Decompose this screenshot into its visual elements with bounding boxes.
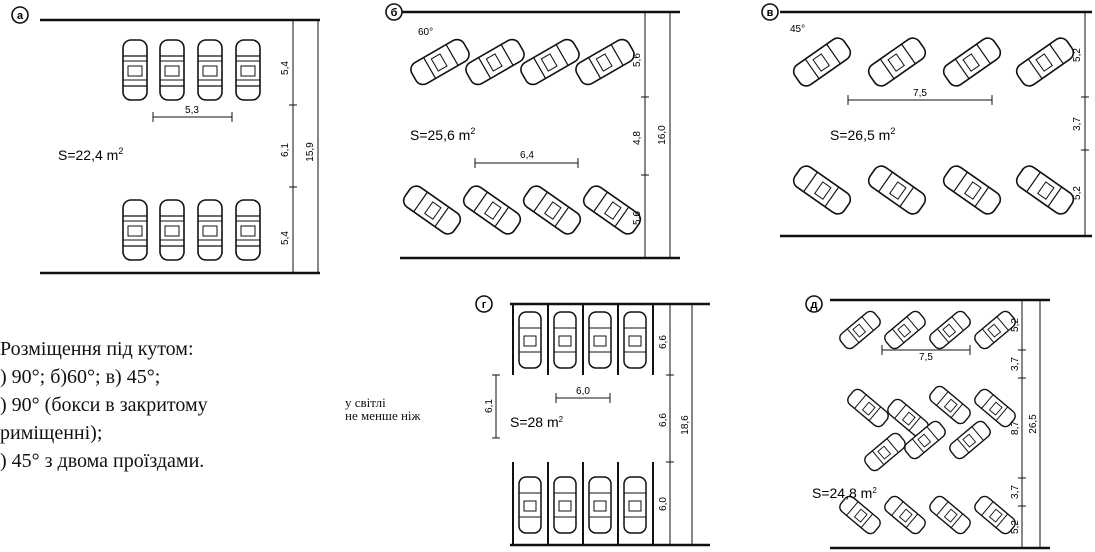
area-g: S=28 m2 [510,414,564,430]
dim-g-total: 18,6 [680,415,691,435]
area-v: S=26,5 m2 [830,126,895,143]
overlap-line-2: не менше ніж [345,408,421,423]
dim-d-bottom: 5,2 [1010,520,1021,534]
overlap-text: у світлі не менше ніж [345,396,421,422]
dim-g-left: 6,1 [484,399,495,413]
panel-v: в 45° 5,2 3,7 5,2 7,5 S=26,5 m2 [760,0,1095,245]
dim-a-width: 5,3 [185,105,199,116]
dim-b-aisle: 4,8 [632,131,643,145]
dim-g-row-top: 6,6 [658,335,669,349]
panel-d-drawing: д 5,2 3,7 8,7 3,7 5,2 26,5 7,5 S=24,8 m2 [805,295,1050,550]
panel-a-letter: а [17,10,24,22]
caption-line-1: Розміщення під кутом: [0,338,194,360]
dim-g-row-bottom: 6,0 [658,497,669,511]
dim-v-aisle: 3,7 [1072,117,1083,131]
dim-a-aisle: 6,1 [280,143,291,157]
angle-b: 60° [418,27,433,38]
caption-line-3: ) 90° (бокси в закритому [0,394,208,416]
dim-g-aisle: 6,6 [658,413,669,427]
angle-v: 45° [790,24,805,35]
dim-a-total: 15,9 [305,142,316,162]
panel-a: а 5,4 6,1 5,4 15,9 5,3 S=22,4 m2 [0,0,330,285]
panel-b-letter: б [391,7,398,19]
overlap-line-1: у світлі [345,395,386,410]
dim-d-total: 26,5 [1028,414,1039,434]
panel-g-letter: г [482,299,487,311]
caption-line-5: ) 45° з двома проїздами. [0,450,205,472]
dim-d-width: 7,5 [919,352,933,363]
dim-v-row-top: 5,2 [1072,48,1083,62]
panel-a-drawing: а 5,4 6,1 5,4 15,9 5,3 S=22,4 m2 [11,6,320,275]
dim-b-row-bottom: 5,6 [632,211,643,225]
dim-b-row-top: 5,6 [632,53,643,67]
car-row-3 [861,418,994,474]
car-row-top [122,39,261,101]
dim-b-width: 6,4 [520,150,534,161]
dim-d-middle: 8,7 [1010,421,1021,435]
panel-d-letter: д [811,299,818,311]
caption-line-2: ) 90°; б)60°; в) 45°; [0,366,161,388]
panel-v-letter: в [767,7,774,19]
dim-a-row-top: 5,4 [280,61,291,75]
dim-d-top: 5,2 [1010,318,1021,332]
dim-a-row-bottom: 5,4 [280,231,291,245]
car-row-bottom [399,182,645,238]
panel-b-drawing: б 60° 5,6 4,8 5,6 16,0 6,4 S=25,6 m2 [385,3,680,260]
car-row-top [407,35,638,89]
caption-line-4: риміщенні); [0,422,103,444]
dim-d-aisle-2: 3,7 [1010,485,1021,499]
panel-d: д 5,2 3,7 8,7 3,7 5,2 26,5 7,5 S=24,8 m2 [800,290,1070,552]
dim-v-width: 7,5 [913,88,927,99]
panel-b: б 60° 5,6 4,8 5,6 16,0 6,4 S=25,6 m2 [380,0,700,270]
dim-b-total: 16,0 [657,125,668,145]
panel-g-drawing: г 6,6 6,6 6,0 18,6 6,1 6,0 S=28 m2 [475,295,710,547]
caption: Розміщення під кутом: ) 90°; б)60°; в) 4… [0,335,340,475]
dim-g-width: 6,0 [576,386,590,397]
area-b: S=25,6 m2 [410,126,475,143]
dim-d-aisle-1: 3,7 [1010,357,1021,371]
car-row-bottom [789,162,1078,218]
car-row-1 [836,308,1019,352]
car-row-bottom [122,199,261,261]
dim-v-row-bottom: 5,2 [1072,186,1083,200]
area-d: S=24,8 m2 [812,485,877,501]
car-row-top [789,34,1078,90]
panel-g: г 6,6 6,6 6,0 18,6 6,1 6,0 S=28 m2 [470,290,740,552]
panel-v-drawing: в 45° 5,2 3,7 5,2 7,5 S=26,5 m2 [761,3,1092,238]
area-a: S=22,4 m2 [58,146,123,163]
